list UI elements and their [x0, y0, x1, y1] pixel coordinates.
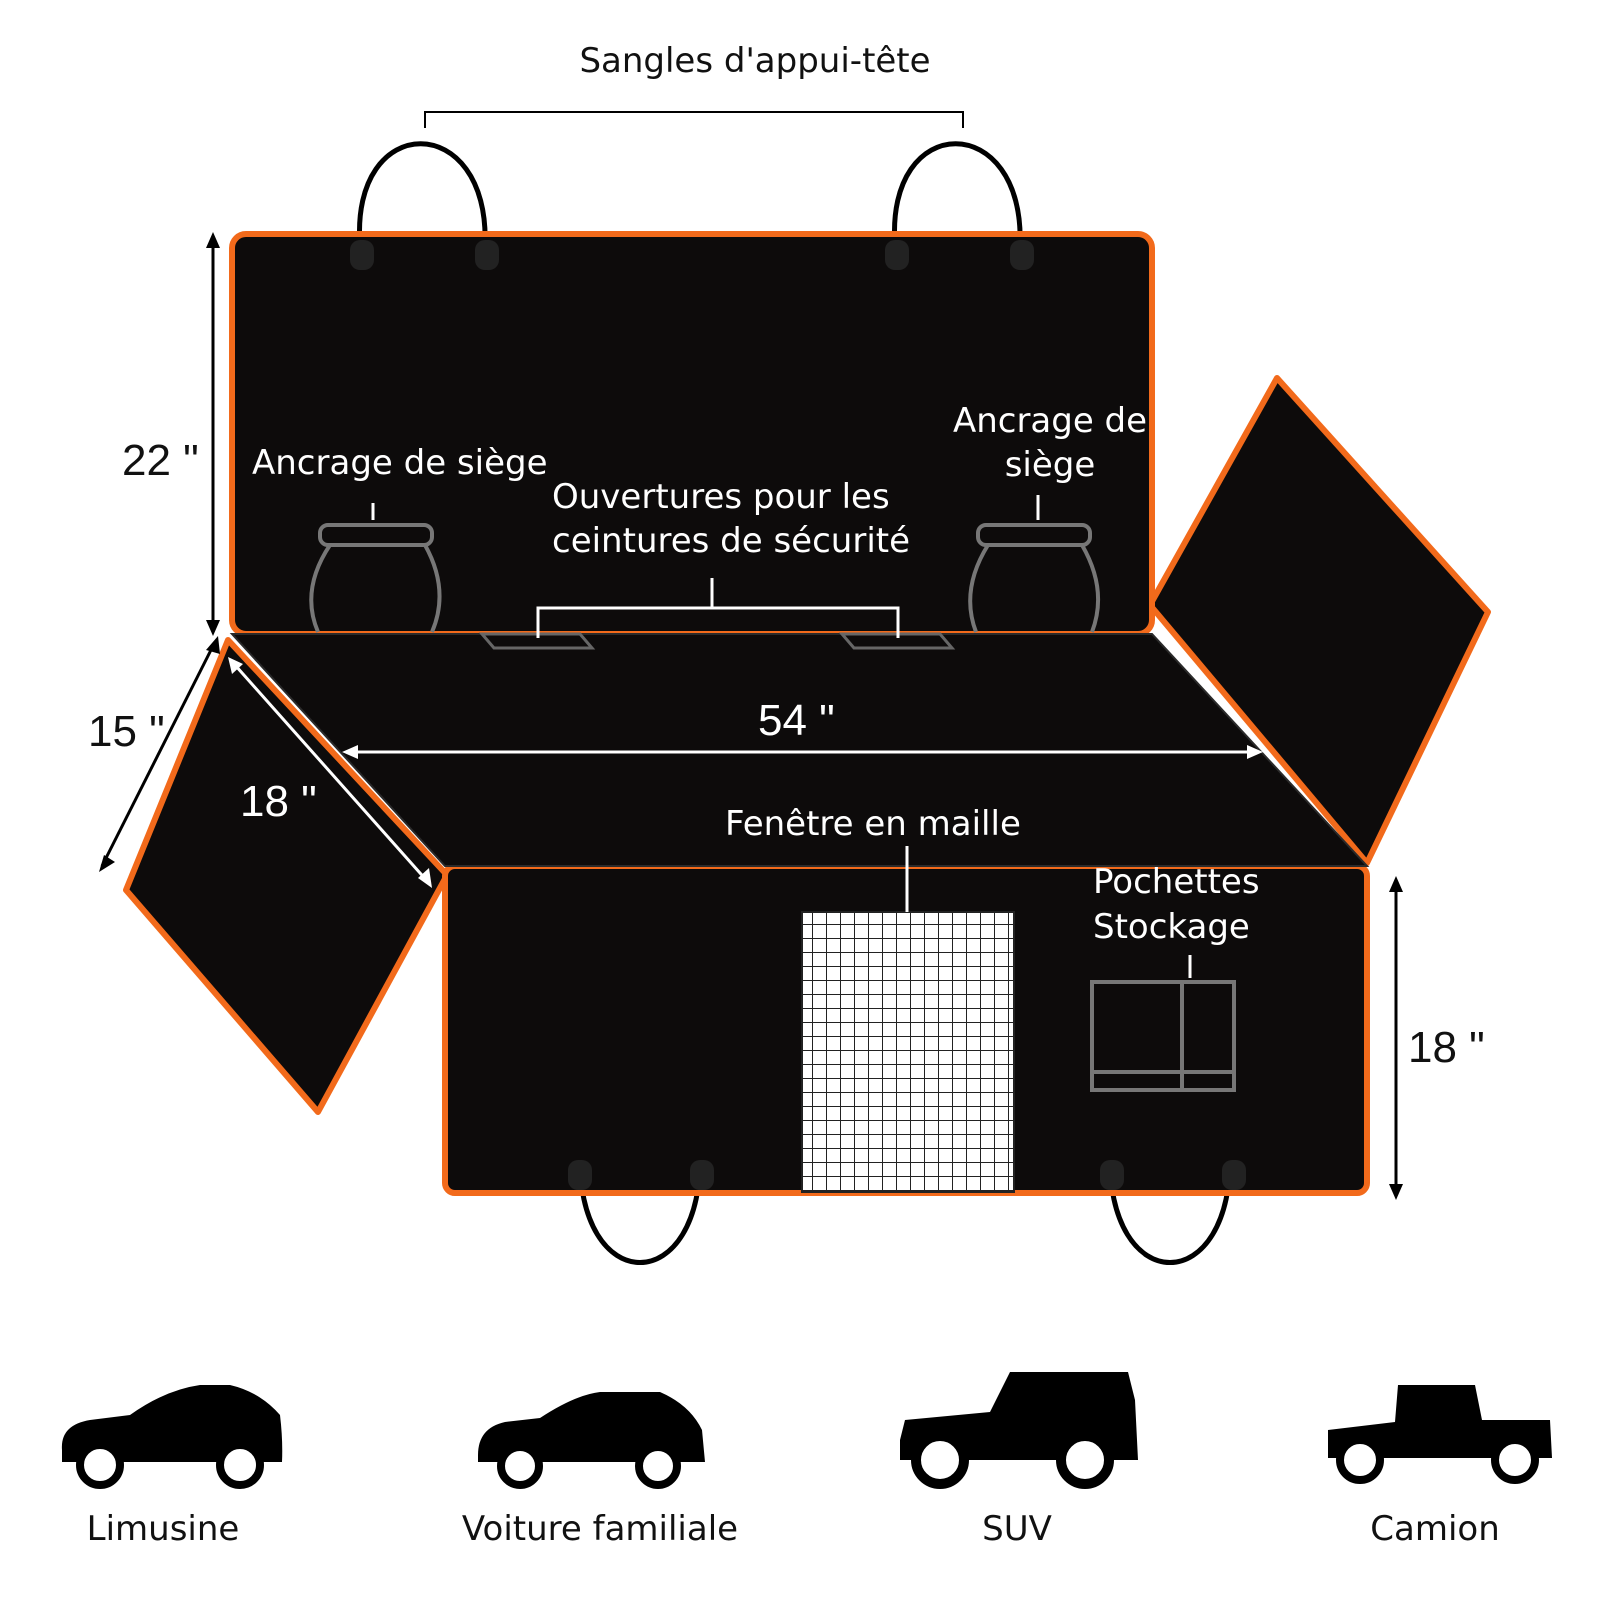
vehicle-label-sedan: Limusine: [87, 1509, 240, 1549]
pockets-label-line2: Stockage: [1093, 907, 1250, 947]
belt-openings-label-line1: Ouvertures pour les: [552, 477, 890, 517]
storage-pockets: [1090, 980, 1236, 1092]
headrest-straps: [357, 141, 1233, 1265]
seat-anchor-right: [968, 523, 1101, 633]
seat-anchor-right-label-line2: siège: [1005, 445, 1096, 485]
seat-anchor-right-label-line1: Ancrage de: [953, 401, 1147, 441]
right-side-flap: [1147, 375, 1491, 866]
flap-width-dimension: 15 ": [88, 707, 165, 756]
pockets-label-line1: Pochettes: [1093, 862, 1260, 902]
belt-openings-label-line2: ceintures de sécurité: [552, 521, 910, 561]
mesh-window: [801, 911, 1015, 1193]
wagon-icon: [478, 1392, 705, 1489]
suv-icon: [900, 1372, 1138, 1489]
back-height-dimension: 22 ": [122, 436, 199, 485]
seat-anchor-left: [309, 523, 442, 633]
mesh-window-label: Fenêtre en maille: [725, 804, 1021, 844]
vehicle-label-suv: SUV: [982, 1509, 1052, 1549]
headrest-bracket: [424, 111, 964, 128]
truck-icon: [1328, 1385, 1552, 1484]
headrest-straps-label: Sangles d'appui-tête: [579, 41, 930, 81]
belt-openings: [478, 632, 956, 650]
front-height-dimension: 18 ": [1408, 1023, 1485, 1072]
flap-length-dimension: 18 ": [240, 777, 317, 826]
vehicle-label-wagon: Voiture familiale: [462, 1509, 738, 1549]
dimension-arrows: [100, 240, 1398, 1192]
strap-tabs: [350, 240, 1246, 1190]
sedan-icon: [61, 1385, 283, 1489]
seat-anchor-left-label: Ancrage de siège: [252, 443, 548, 483]
seat-width-dimension: 54 ": [758, 696, 835, 745]
inner-dimension-arrows: [233, 664, 1255, 883]
leader-lines: [371, 495, 1192, 978]
vehicle-label-truck: Camion: [1370, 1509, 1500, 1549]
left-side-flap: [123, 637, 450, 1115]
